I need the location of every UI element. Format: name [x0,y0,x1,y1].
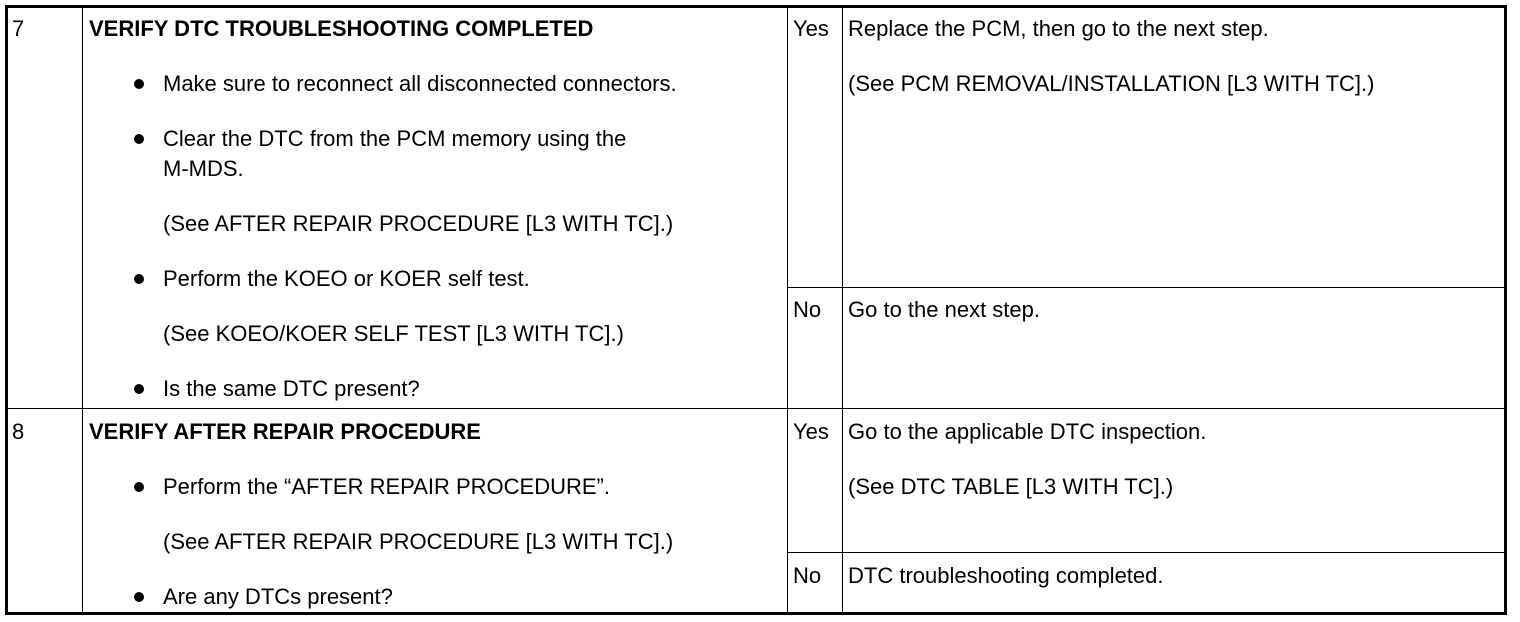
bullet-icon [134,592,144,602]
step-instruction: Perform the “AFTER REPAIR PROCEDURE”. [163,474,610,499]
answer-yes-label: Yes [793,419,829,444]
column-divider-description [787,8,788,612]
step-reference: (See AFTER REPAIR PROCEDURE [L3 WITH TC]… [163,529,674,554]
column-divider-step [82,8,83,612]
step-instruction: Make sure to reconnect all disconnected … [163,71,677,96]
step-question: Is the same DTC present? [163,376,420,401]
answer-yes-action: Replace the PCM, then go to the next ste… [848,16,1269,41]
answer-yes-reference: (See PCM REMOVAL/INSTALLATION [L3 WITH T… [848,71,1375,96]
step-number: 8 [12,419,25,444]
answer-divider-row8 [787,552,1504,553]
troubleshooting-table [5,5,1507,615]
bullet-icon [134,274,144,284]
step-title: VERIFY AFTER REPAIR PROCEDURE [89,419,481,444]
answer-no-label: No [793,297,822,322]
answer-yes-action: Go to the applicable DTC inspection. [848,419,1207,444]
answer-no-action: DTC troubleshooting completed. [848,563,1164,588]
step-reference: (See KOEO/KOER SELF TEST [L3 WITH TC].) [163,321,624,346]
step-instruction: Clear the DTC from the PCM memory using … [163,126,627,151]
column-divider-answer [842,8,843,612]
step-reference: (See AFTER REPAIR PROCEDURE [L3 WITH TC]… [163,211,674,236]
bullet-icon [134,482,144,492]
answer-yes-reference: (See DTC TABLE [L3 WITH TC].) [848,474,1174,499]
answer-yes-label: Yes [793,16,829,41]
answer-no-action: Go to the next step. [848,297,1041,322]
answer-no-label: No [793,563,822,588]
row-divider [8,408,1504,409]
step-number: 7 [12,16,25,41]
answer-divider-row7 [787,287,1504,288]
step-instruction: Perform the KOEO or KOER self test. [163,266,530,291]
step-question: Are any DTCs present? [163,584,393,609]
step-instruction-continued: M-MDS. [163,156,244,181]
bullet-icon [134,384,144,394]
step-title: VERIFY DTC TROUBLESHOOTING COMPLETED [89,16,594,41]
bullet-icon [134,134,144,144]
bullet-icon [134,79,144,89]
